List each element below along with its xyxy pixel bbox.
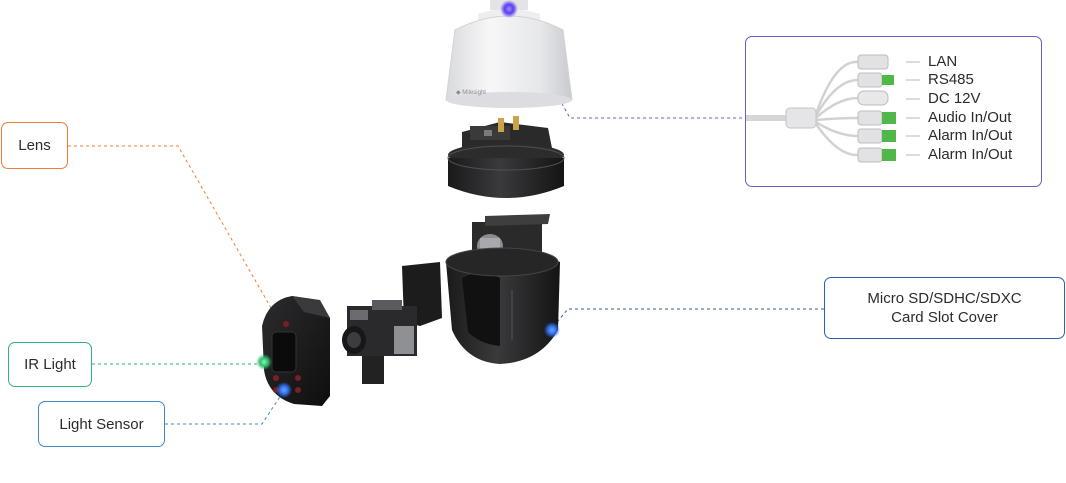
- ir-light-label: IR Light: [24, 356, 76, 373]
- front-cover: [262, 296, 330, 406]
- card-slot-label-line2: Card Slot Cover: [891, 309, 998, 326]
- brand-logo: ◆ Milesight: [456, 90, 486, 96]
- connector-cable-hotspot: [500, 0, 518, 18]
- lens-module: [342, 262, 442, 384]
- alarm-terminal-2: [882, 149, 896, 161]
- ir-light-callout: IR Light: [8, 342, 92, 387]
- light-sensor-hotspot: [276, 382, 292, 398]
- lens-leader-line: [68, 145, 279, 321]
- light-sensor-leader-line: [165, 391, 284, 425]
- card-slot-hotspot: [544, 322, 560, 338]
- connector-label-audio: Audio In/Out: [928, 109, 1012, 126]
- connector-label-lan: LAN: [928, 53, 958, 70]
- alarm-terminal-1: [882, 130, 896, 142]
- card-slot-callout: Micro SD/SDHC/SDXC Card Slot Cover: [824, 277, 1065, 339]
- connector-label-rs485: RS485: [928, 71, 974, 88]
- ir-light-hotspot: [256, 354, 272, 370]
- connector-label-alarm-2: Alarm In/Out: [928, 146, 1013, 163]
- rs485-terminal: [882, 75, 894, 85]
- card-slot-label-line1: Micro SD/SDHC/SDXC: [867, 290, 1022, 307]
- lan-connector: [857, 54, 889, 70]
- audio-terminal: [882, 112, 896, 124]
- connector-leader-line: [508, 8, 745, 119]
- lens-label: Lens: [18, 137, 51, 154]
- light-sensor-label: Light Sensor: [59, 415, 144, 433]
- connector-label-alarm-1: Alarm In/Out: [928, 127, 1013, 144]
- camera-body: [445, 214, 560, 364]
- dc-connector: [857, 90, 889, 106]
- light-sensor-callout: Light Sensor: [38, 401, 165, 447]
- mounting-base: [447, 116, 565, 198]
- connector-label-dc: DC 12V: [928, 90, 981, 107]
- lens-callout: Lens: [1, 122, 68, 169]
